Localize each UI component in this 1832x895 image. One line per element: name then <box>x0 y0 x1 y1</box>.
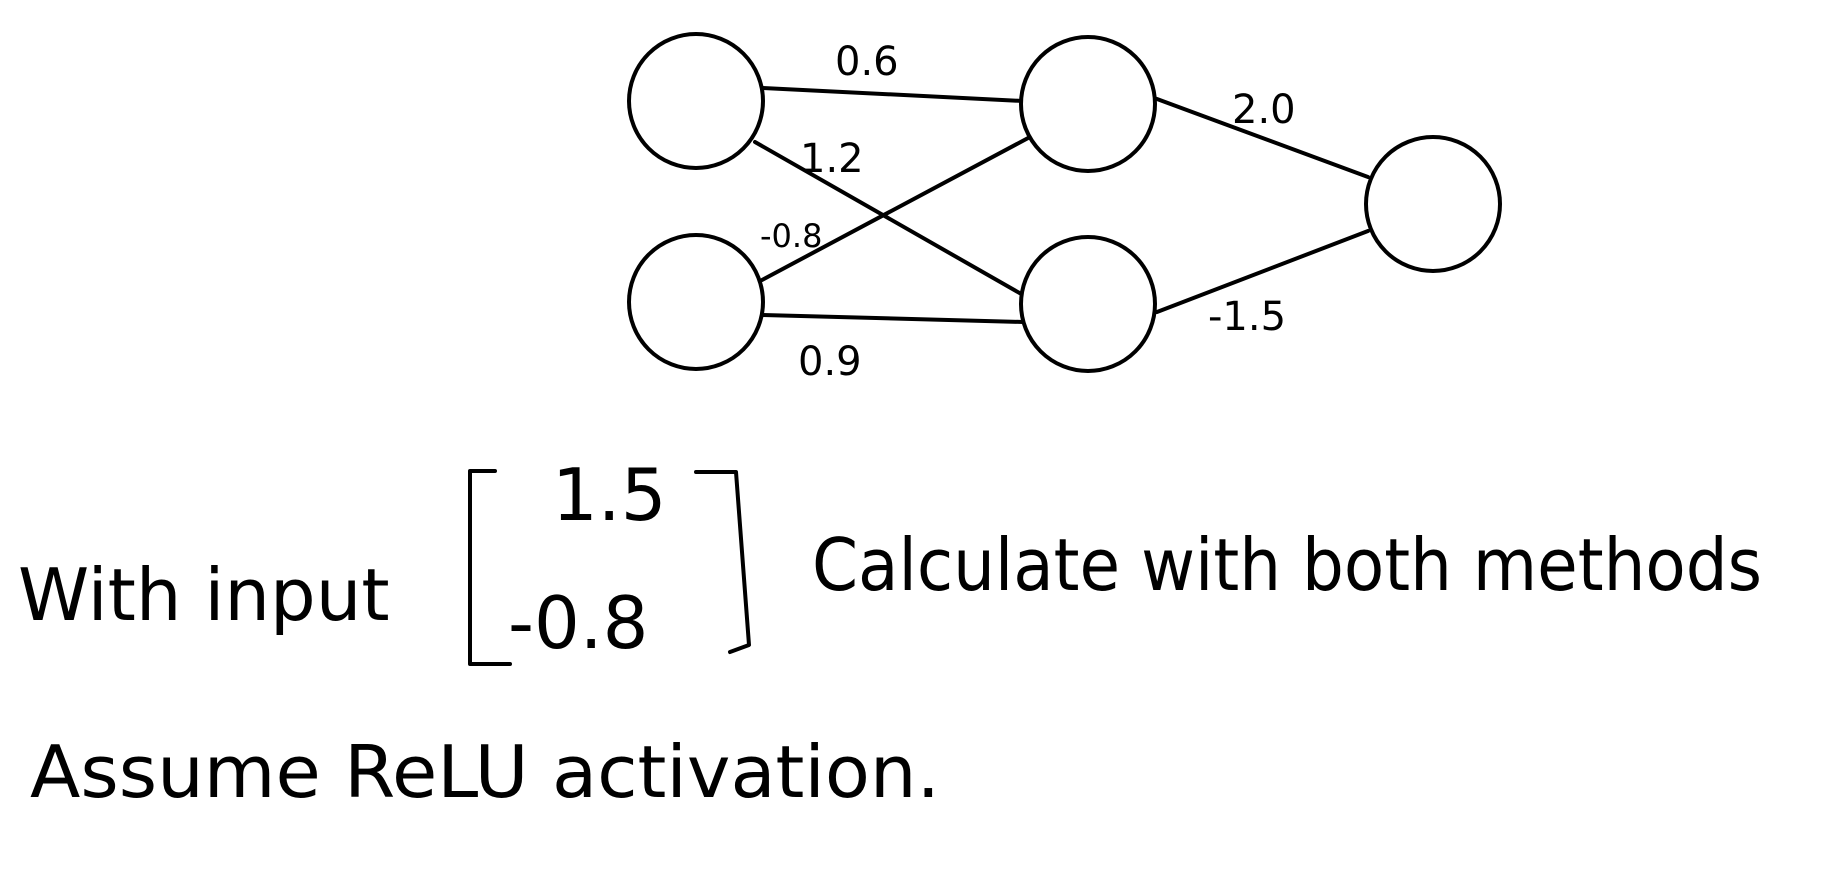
problem-line1-prefix: With input <box>18 553 390 637</box>
matrix-right-bracket <box>694 470 751 654</box>
edge-in2-h2 <box>761 313 1025 324</box>
edge-in1-h1 <box>761 86 1025 103</box>
problem-line2: Assume ReLU activation. <box>30 730 940 814</box>
output-node <box>1364 135 1502 273</box>
weight-label-h1-out: 2.0 <box>1232 87 1296 133</box>
problem-line1-suffix: Calculate with both methods <box>812 523 1762 607</box>
edge-in2-h1 <box>760 135 1032 282</box>
edge-h2-out <box>1155 229 1370 314</box>
weight-label-in1-h2: 1.2 <box>800 136 864 182</box>
input-node-2 <box>627 233 765 371</box>
hidden-node-2 <box>1019 235 1157 373</box>
edge-in1-h2 <box>753 140 1025 297</box>
weight-label-h2-out: -1.5 <box>1208 294 1286 340</box>
input-matrix-bottom-value: -0.8 <box>508 581 648 665</box>
input-node-1 <box>627 32 765 170</box>
edge-h1-out <box>1155 97 1370 179</box>
weight-label-in2-h2: 0.9 <box>798 339 862 385</box>
hidden-node-1 <box>1019 35 1157 173</box>
input-matrix-top-value: 1.5 <box>552 453 667 537</box>
matrix-left-bracket <box>468 469 512 666</box>
weight-label-in2-h1: -0.8 <box>760 217 822 255</box>
weight-label-in1-h1: 0.6 <box>835 39 899 85</box>
